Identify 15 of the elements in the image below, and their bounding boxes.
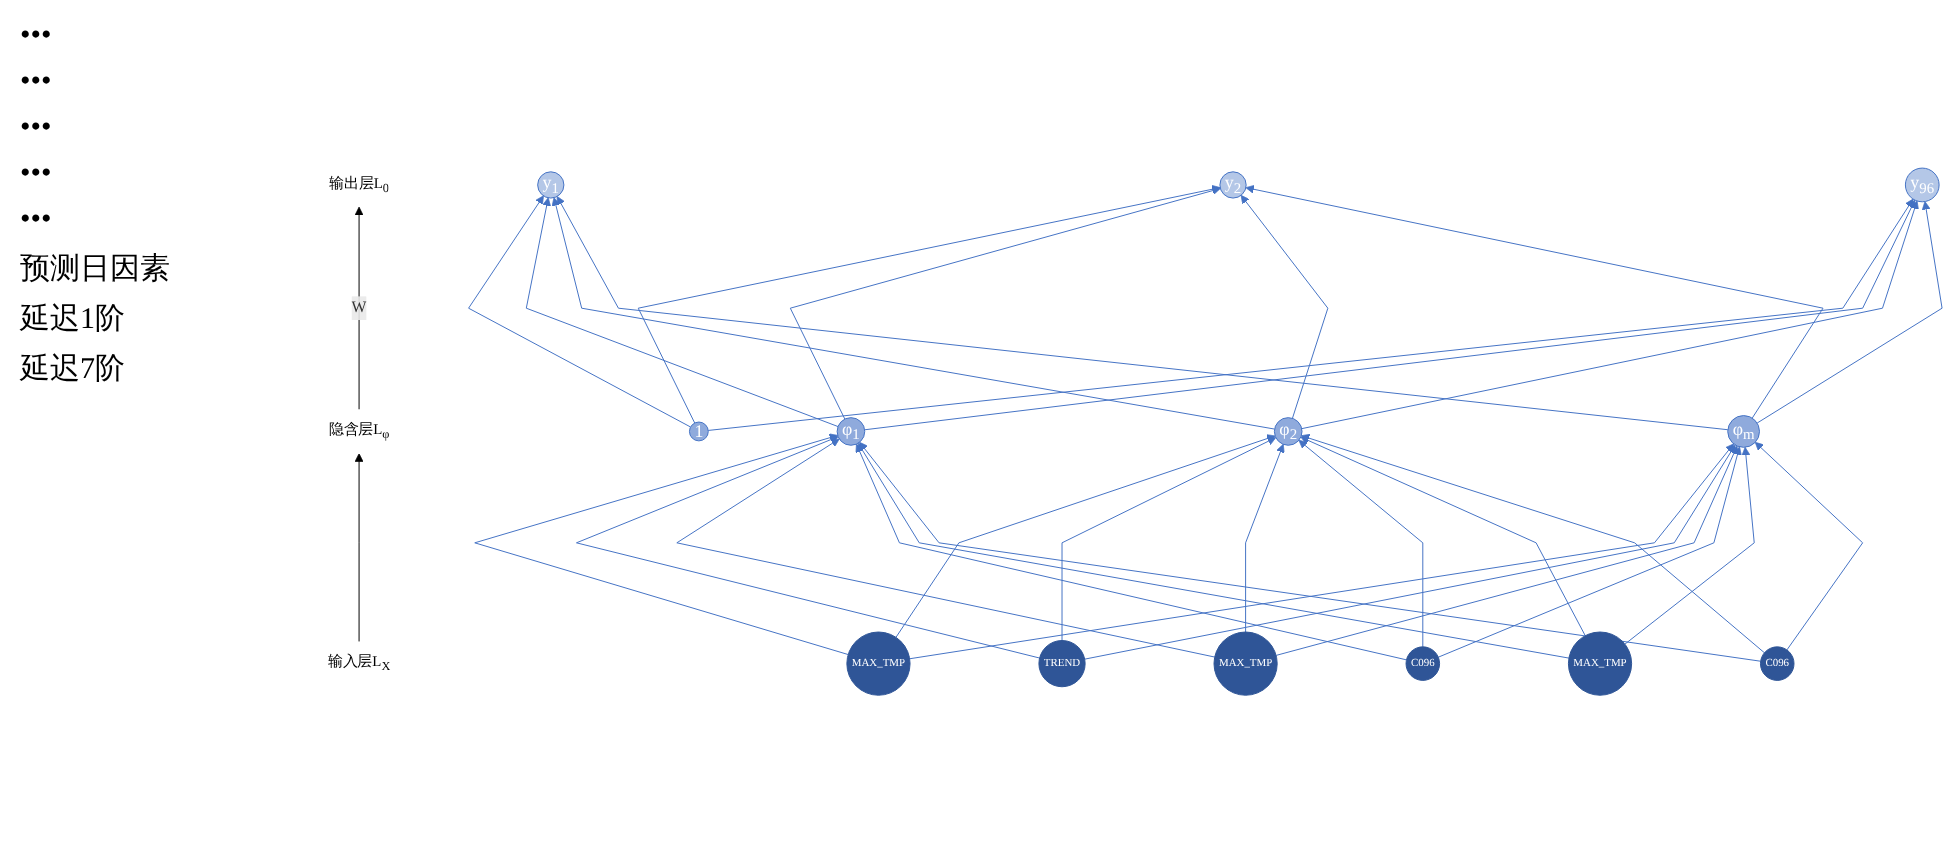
node-circle: 1 xyxy=(688,421,709,442)
ellipsis-label: ••• xyxy=(20,204,54,238)
ellipsis-label: ••• xyxy=(20,66,54,100)
ellipsis-label: ••• xyxy=(20,158,54,192)
node-circle: φ$_{2}$ xyxy=(1273,417,1303,446)
group-label: 预测日因素 xyxy=(20,251,172,288)
node-circle: y$_{1}$ xyxy=(537,171,565,199)
group-label: 延迟7阶 xyxy=(20,351,127,388)
node-circle: φ$_{1}$ xyxy=(836,417,866,446)
group-label: 延迟1阶 xyxy=(20,301,127,338)
ellipsis-label: ••• xyxy=(20,112,54,146)
node-circle: y$_{96}$ xyxy=(1904,167,1940,203)
node-circle: y$_{2}$ xyxy=(1219,171,1247,199)
node-circle: φ$_{m}$ xyxy=(1727,415,1760,448)
ellipsis-label: ••• xyxy=(20,20,54,54)
